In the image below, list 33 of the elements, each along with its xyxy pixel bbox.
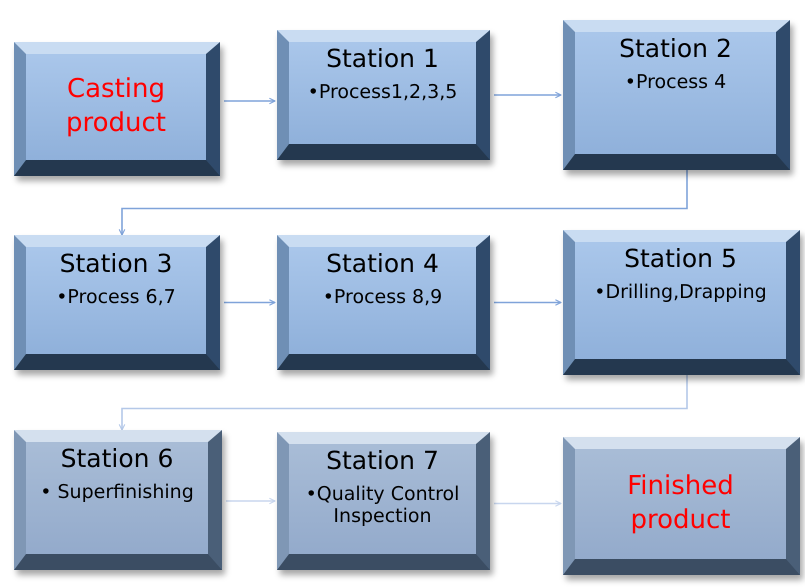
station-title: Station 6 xyxy=(60,444,174,473)
process-item: •Quality Control Inspection xyxy=(304,483,460,527)
product-box xyxy=(563,437,800,575)
process-item: • Superfinishing xyxy=(40,481,194,503)
product-box xyxy=(14,42,220,176)
station-title: Station 7 xyxy=(326,446,439,475)
station-box xyxy=(14,430,222,570)
station-box xyxy=(277,432,490,570)
process-item: •Process1,2,3,5 xyxy=(308,81,458,103)
station-box xyxy=(563,20,790,170)
station-title: Station 5 xyxy=(624,244,737,273)
station-box xyxy=(563,230,800,375)
arrow xyxy=(224,299,276,306)
station-box xyxy=(14,235,220,370)
process-item: •Drilling,Drapping xyxy=(594,281,767,303)
process-item: •Process 8,9 xyxy=(322,286,442,308)
station-title: Station 3 xyxy=(60,249,172,278)
station-title: Station 4 xyxy=(326,249,439,278)
arrow xyxy=(494,92,562,98)
arrow xyxy=(118,170,688,236)
station-box xyxy=(277,235,490,370)
product-label: Casting product xyxy=(64,73,167,140)
process-item: •Process 4 xyxy=(624,71,726,93)
arrow xyxy=(494,299,562,306)
station-box xyxy=(277,30,490,160)
arrow xyxy=(226,498,276,504)
station-title: Station 1 xyxy=(326,44,439,73)
arrow xyxy=(494,500,562,507)
arrow xyxy=(118,375,688,431)
process-item: •Process 6,7 xyxy=(56,286,176,308)
station-title: Station 2 xyxy=(619,34,732,63)
arrow xyxy=(224,98,276,104)
product-label: Finished product xyxy=(626,470,735,537)
